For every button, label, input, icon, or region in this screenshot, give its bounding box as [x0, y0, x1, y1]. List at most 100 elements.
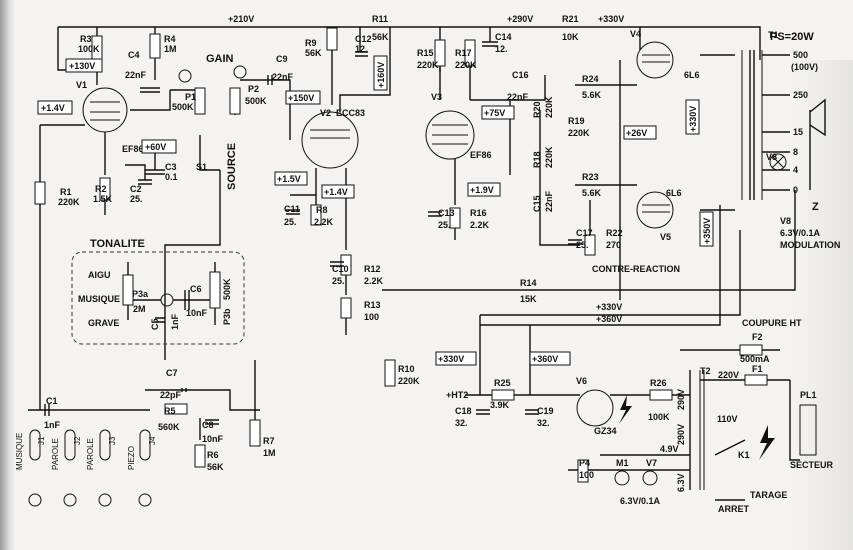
c15-label: C15 — [532, 195, 542, 212]
v1-type: EF86 — [122, 144, 144, 154]
r20-value: 220K — [544, 96, 554, 118]
jack-j4[interactable]: PIEZO J4 — [127, 429, 157, 507]
tap-500: 500 — [793, 50, 808, 60]
aigu-label: AIGU — [88, 270, 111, 280]
p2-knob-icon[interactable] — [233, 65, 247, 79]
c6-value: 10nF — [186, 308, 208, 318]
c3-label: C3 — [165, 162, 177, 172]
arret-label: ARRET — [718, 504, 750, 514]
jack-j4-icon — [138, 493, 152, 507]
p3b-label: P3b — [222, 308, 232, 325]
f2-value: 500mA — [740, 354, 770, 364]
tap-250: 250 — [793, 90, 808, 100]
tap-15: 15 — [793, 127, 803, 137]
r21-label: R21 — [562, 14, 579, 24]
v2-stage — [286, 27, 391, 335]
tag-v1-screen: +60V — [145, 142, 166, 152]
c15-value: 22nF — [544, 190, 554, 212]
musique-label: MUSIQUE — [78, 294, 120, 304]
paper-edge — [0, 0, 14, 550]
speaker-z-label: Z — [812, 201, 819, 213]
tag-130v: +130V — [69, 61, 95, 71]
c14-label: C14 — [495, 32, 512, 42]
c9-value: 22nF — [272, 72, 294, 82]
r15-label: R15 — [417, 48, 434, 58]
page-bleed — [793, 60, 853, 550]
r22-label: R22 — [606, 228, 623, 238]
p2-label: P2 — [248, 84, 259, 94]
jack-j1[interactable]: MUSIQUE J1 — [15, 429, 46, 507]
coupure-ht-label: COUPURE HT — [742, 318, 802, 328]
c5-label: C5 — [150, 318, 160, 330]
tag-360v-ps: +360V — [532, 354, 558, 364]
r4-value: 1M — [164, 44, 177, 54]
jack-j2-icon — [63, 493, 77, 507]
r17-value: 220K — [455, 60, 477, 70]
tag-v1-grid: +1.4V — [41, 103, 65, 113]
v8-label: V8 — [766, 152, 777, 162]
rail-210v: +210V — [228, 14, 254, 24]
rail-wires — [57, 26, 761, 395]
r25-value: 3.9K — [490, 400, 510, 410]
c12-label: C12 — [355, 34, 372, 44]
jack-j2[interactable]: PAROLE J2 — [51, 429, 82, 507]
output-stage — [568, 41, 735, 300]
t1-label: T1 — [768, 30, 779, 40]
v8-spec: 6.3V/0.1A — [780, 228, 821, 238]
tag-v3-anode: +75V — [484, 108, 505, 118]
r16-value: 2.2K — [470, 220, 490, 230]
v6-type: GZ34 — [594, 426, 617, 436]
c19-label: C19 — [537, 406, 554, 416]
jack-j4-id: J4 — [148, 436, 157, 445]
r9-value: 56K — [305, 48, 322, 58]
p1-knob-icon[interactable] — [178, 69, 192, 83]
v6-label: V6 — [576, 376, 587, 386]
r3-label: R3 — [80, 34, 92, 44]
r10-label: R10 — [398, 364, 415, 374]
v7-label: V7 — [646, 458, 657, 468]
jack-j1-icon — [28, 493, 42, 507]
r12-value: 2.2K — [364, 276, 384, 286]
v2-label: V2 — [320, 108, 331, 118]
c11-label: C11 — [284, 204, 300, 214]
tag-26v: +26V — [626, 128, 647, 138]
r1-value: 220K — [58, 197, 80, 207]
r9-label: R9 — [305, 38, 317, 48]
tap-100v: (100V) — [791, 62, 818, 72]
f1-label: F1 — [752, 364, 763, 374]
c8-label: C8 — [202, 420, 214, 430]
r13-value: 100 — [364, 312, 379, 322]
c4-label: C4 — [128, 50, 140, 60]
input-section — [28, 359, 396, 468]
jack-j3-icon — [98, 493, 112, 507]
tag-350v: +350V — [702, 218, 712, 244]
lightning-icon-2 — [759, 425, 775, 460]
rail-330v-ps: +330V — [596, 302, 622, 312]
tag-v2-k1: +1.5V — [277, 174, 301, 184]
p4-value: 100 — [579, 470, 594, 480]
jack-j2-id: J2 — [73, 436, 82, 445]
r19-value: 220K — [568, 128, 590, 138]
v4-type: 6L6 — [684, 70, 700, 80]
tarage-label: TARAGE — [750, 490, 787, 500]
jack-j1-id: J1 — [37, 436, 46, 445]
grave-label: GRAVE — [88, 318, 119, 328]
r2-value: 1.5K — [93, 194, 113, 204]
rail-360v-ps: +360V — [596, 314, 622, 324]
c17-label: C17 — [576, 228, 593, 238]
p1-label: P1 — [185, 92, 196, 102]
c12-value: 12. — [355, 44, 368, 54]
contre-reaction-label: CONTRE-REACTION — [592, 264, 680, 274]
v7-spec: 6.3V/0.1A — [620, 496, 661, 506]
jack-j3[interactable]: PAROLE J3 — [86, 429, 117, 507]
r13-label: R13 — [364, 300, 381, 310]
c16-value: 22nF — [507, 92, 529, 102]
f2-label: F2 — [752, 332, 763, 342]
v2-type: ECC83 — [336, 108, 365, 118]
jack-j3-id: J3 — [108, 436, 117, 445]
r10-value: 220K — [398, 376, 420, 386]
c1-value: 1nF — [44, 420, 61, 430]
s1-label: S1 — [196, 162, 207, 172]
